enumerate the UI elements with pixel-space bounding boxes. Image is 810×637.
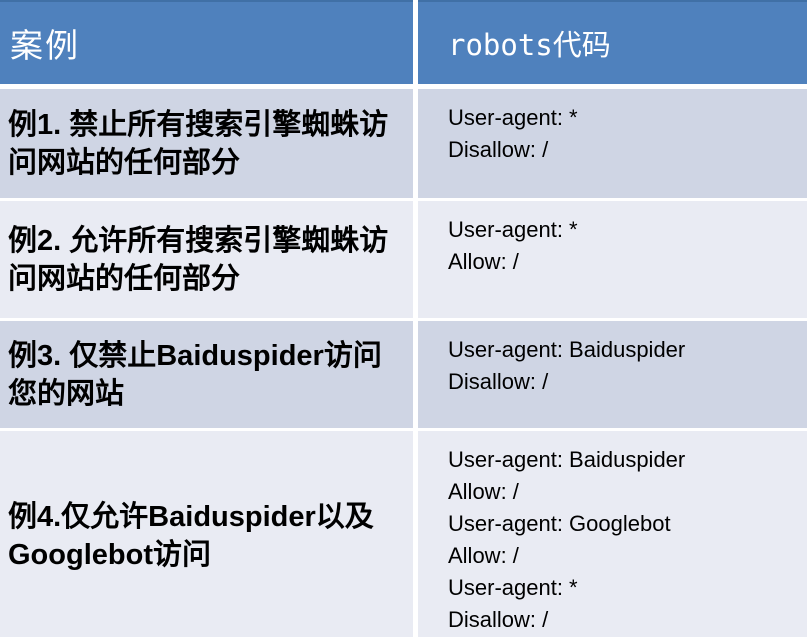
column-header-case: 案例 xyxy=(0,0,413,84)
code-line: User-agent: * xyxy=(448,217,578,242)
code-cell: User-agent: * Disallow: / xyxy=(418,89,807,198)
code-line: User-agent: * xyxy=(448,105,578,130)
code-line: Disallow: / xyxy=(448,607,549,632)
case-cell: 例3. 仅禁止Baiduspider访问您的网站 xyxy=(0,321,413,428)
code-line: User-agent: * xyxy=(448,575,578,600)
code-line: User-agent: Baiduspider xyxy=(448,447,686,472)
case-cell: 例2. 允许所有搜索引擎蜘蛛访问网站的任何部分 xyxy=(0,201,413,318)
table-body: 例1. 禁止所有搜索引擎蜘蛛访问网站的任何部分 User-agent: * Dis… xyxy=(0,89,807,637)
table-row: 例2. 允许所有搜索引擎蜘蛛访问网站的任何部分 User-agent: * All… xyxy=(0,201,807,318)
case-cell: 例1. 禁止所有搜索引擎蜘蛛访问网站的任何部分 xyxy=(0,89,413,198)
code-line: Allow: / xyxy=(448,479,519,504)
column-header-robots-code: robots代码 xyxy=(418,0,807,84)
table-row: 例1. 禁止所有搜索引擎蜘蛛访问网站的任何部分 User-agent: * Dis… xyxy=(0,89,807,198)
code-line: Disallow: / xyxy=(448,137,549,162)
table-row: 例3. 仅禁止Baiduspider访问您的网站 User-agent: Bai… xyxy=(0,321,807,428)
code-cell: User-agent: * Allow: / xyxy=(418,201,807,318)
case-cell: 例4.仅允许Baiduspider以及Googlebot访问 xyxy=(0,431,413,637)
code-line: User-agent: Googlebot xyxy=(448,511,671,536)
code-line: Disallow: / xyxy=(448,369,549,394)
code-line: User-agent: Baiduspider xyxy=(448,337,686,362)
code-line: Allow: / xyxy=(448,249,519,274)
table-header-row: 案例 robots代码 xyxy=(0,0,807,84)
table-row: 例4.仅允许Baiduspider以及Googlebot访问 User-agen… xyxy=(0,431,807,637)
code-line: Allow: / xyxy=(448,543,519,568)
